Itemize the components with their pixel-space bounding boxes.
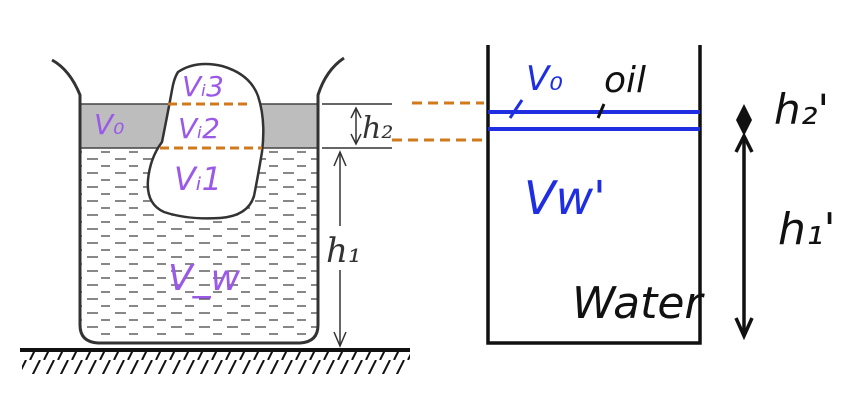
label-oil: oil xyxy=(604,60,646,101)
right-diagram: V₀ oil Vw' Water h₂' h₁' xyxy=(486,45,836,345)
h1-prime-arrow-up xyxy=(734,132,754,153)
label-v-i3: Vᵢ3 xyxy=(182,70,224,103)
label-h1: h₁ xyxy=(326,231,362,271)
h1-arrow-down xyxy=(333,331,347,348)
v-oil-pointer xyxy=(508,99,524,119)
h2-arrow-down xyxy=(350,133,362,146)
label-h1-prime: h₁' xyxy=(778,204,836,255)
right-container xyxy=(486,45,702,345)
label-h2: h₂ xyxy=(362,111,393,146)
h1-label-bg xyxy=(322,226,366,270)
h1-prime-arrow-down xyxy=(734,317,754,341)
left-diagram: V₀ Vᵢ3 Vᵢ2 Vᵢ1 V_w h₂ h₁ xyxy=(20,56,484,374)
label-v-i1: Vᵢ1 xyxy=(174,160,222,198)
label-v-i2: Vᵢ2 xyxy=(178,112,220,145)
label-v-w-prime: Vw' xyxy=(524,171,606,225)
label-v-oil-left: V₀ xyxy=(94,108,124,141)
h2-prime-diamond-arrow xyxy=(736,104,752,136)
ground-hatch xyxy=(22,352,410,374)
label-water: Water xyxy=(572,278,705,329)
beaker-outline xyxy=(51,56,345,345)
label-v-w: V_w xyxy=(168,258,241,299)
oil-pointer xyxy=(596,103,606,119)
h1-arrow-up xyxy=(333,150,347,167)
h2-arrow-up xyxy=(350,106,362,119)
label-h2-prime: h₂' xyxy=(774,85,829,134)
label-v-oil-right: V₀ xyxy=(526,59,563,99)
